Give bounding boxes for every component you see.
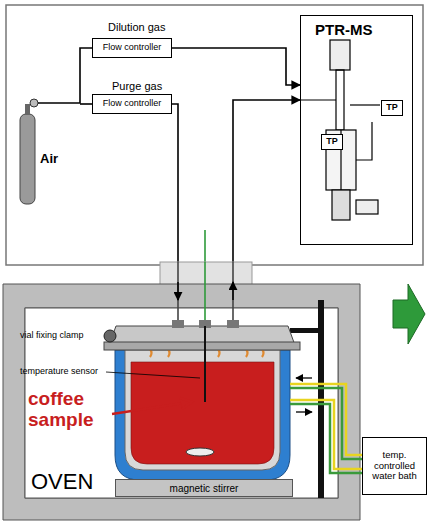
part-label: Dilution gas <box>108 21 165 33</box>
callout-arrow <box>112 402 190 414</box>
node-text: TP <box>386 103 398 113</box>
temperature-sensor <box>204 326 206 402</box>
water-flow-arrow <box>296 377 312 378</box>
air-cylinder <box>20 99 38 204</box>
callout-arrow <box>112 398 192 414</box>
stirring-bar <box>186 448 214 456</box>
vial-fixing-clamp <box>104 330 116 342</box>
instrument-panel <box>6 5 423 265</box>
part-label: vial fixing clamp <box>20 331 84 341</box>
vial-jacket <box>131 362 274 464</box>
flow-direction-arrow <box>178 282 233 300</box>
gas-line <box>172 104 178 262</box>
part-label: Air <box>40 152 58 166</box>
node-text: Flow controller <box>103 99 162 109</box>
output-arrow <box>393 284 425 344</box>
callout-label: coffee sample <box>28 389 112 431</box>
ptr-ms-instrument <box>336 70 344 130</box>
vial-lid <box>227 320 239 328</box>
ptr-ms-box: PTR-MS TP TP <box>300 15 413 245</box>
node-text: Flow controller <box>103 43 162 53</box>
node-text: temp. controlled water bath <box>363 450 426 481</box>
gas-line <box>38 48 300 262</box>
ptr-ms-instrument <box>300 40 380 220</box>
stirring-bar <box>186 448 214 456</box>
vial-lid <box>104 342 300 350</box>
air-cylinder <box>20 114 35 204</box>
water-pipe <box>290 404 365 473</box>
flow-direction-arrow <box>232 282 234 300</box>
temperature-sensor <box>204 326 206 402</box>
vial-lid <box>104 320 300 350</box>
vial-jacket <box>115 350 290 480</box>
water-pipe <box>290 384 365 455</box>
gas-line <box>233 100 300 262</box>
water-pipe <box>290 384 365 473</box>
air-cylinder <box>25 104 30 115</box>
ptr-ms-instrument <box>350 104 380 105</box>
gas-line <box>80 103 92 105</box>
water-pipe <box>290 400 365 469</box>
turbo-pump: TP <box>381 100 403 116</box>
ptr-ms-instrument <box>300 99 336 100</box>
oven-housing <box>3 284 360 520</box>
water-flow-arrow <box>296 378 312 412</box>
water-flow-arrow <box>296 411 312 412</box>
node-text: TP <box>326 137 338 147</box>
leader-line <box>106 372 200 378</box>
callout-arrow <box>180 398 192 409</box>
part-label: Purge gas <box>112 80 162 92</box>
flow-controller: Flow controller <box>92 38 172 58</box>
ptr-ms-instrument <box>332 190 350 220</box>
node-text: PTR-MS <box>315 22 373 39</box>
support-stand <box>290 328 320 333</box>
air-cylinder <box>30 99 38 107</box>
part-label: temperature sensor <box>20 367 98 377</box>
ptr-ms-instrument <box>356 200 378 214</box>
magnetic-stirrer: magnetic stirrer <box>115 479 293 497</box>
node-text: magnetic stirrer <box>170 483 239 494</box>
water-pipe <box>290 388 365 459</box>
leader-line <box>106 372 200 378</box>
flow-controller: Flow controller <box>92 94 172 114</box>
output-arrow <box>393 284 425 344</box>
ptr-ms-instrument <box>356 122 372 160</box>
gas-line-connector <box>172 48 300 85</box>
flow-direction-arrow <box>177 282 179 300</box>
turbo-pump: TP <box>321 134 343 150</box>
vial-fixing-clamp <box>104 330 116 342</box>
oven-housing <box>3 284 360 520</box>
instrument-panel <box>6 5 423 265</box>
vial-jacket <box>131 362 274 464</box>
oven-tubes <box>204 262 206 326</box>
vial-jacket <box>125 350 280 470</box>
water-bath-box: temp. controlled water bath <box>362 437 427 495</box>
vial-jacket <box>115 350 290 480</box>
ptr-ms-instrument <box>330 40 350 70</box>
vial-lid <box>172 320 184 328</box>
gas-line <box>204 230 206 262</box>
gas-line <box>38 48 92 103</box>
node-text: OVEN <box>31 470 93 494</box>
